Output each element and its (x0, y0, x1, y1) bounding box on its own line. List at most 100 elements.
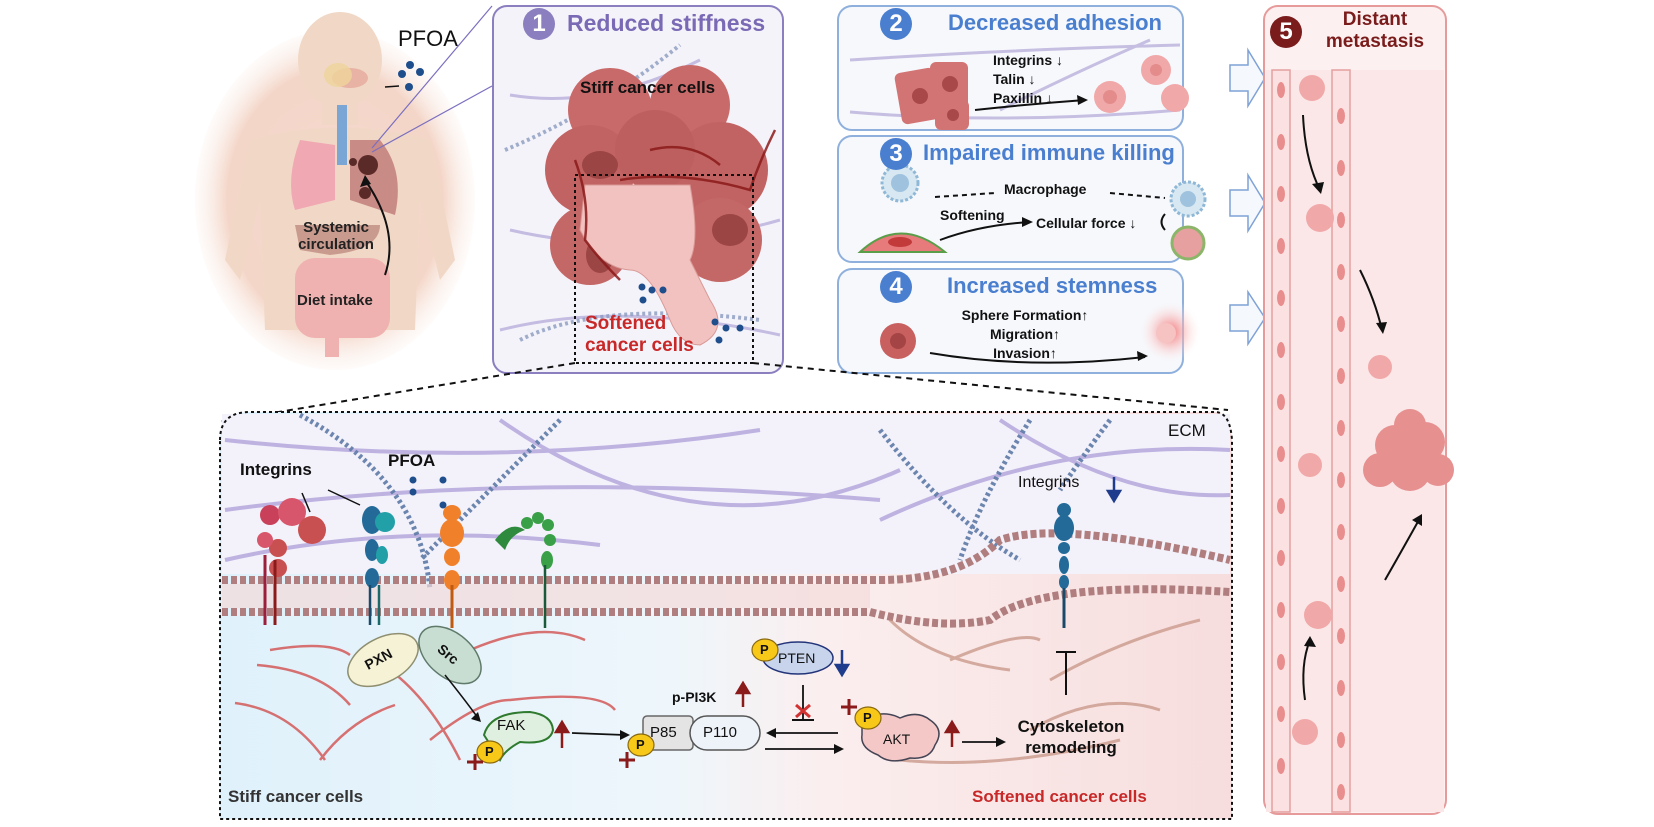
pten-label: PTEN (778, 650, 816, 666)
ecm-label: ECM (1168, 421, 1206, 440)
src-shape (418, 625, 482, 685)
pxn-shape (347, 632, 419, 688)
akt-shape (861, 713, 940, 762)
panel3-number-badge: 3 (880, 138, 912, 170)
stemness-arrow (929, 352, 1146, 364)
circulation-arrow (364, 179, 391, 276)
systemic-line2: circulation (298, 236, 374, 253)
endothelial-nucleus (1337, 368, 1345, 384)
panel5-number-badge: 5 (1270, 16, 1302, 48)
plus-marks (467, 699, 857, 770)
cellular-force-label: Cellular force ↓ (1036, 215, 1137, 231)
integrin-right (1054, 503, 1074, 628)
pten-p-label: P (760, 642, 769, 657)
endothelial-nucleus (1337, 212, 1345, 228)
stiff-cancer-cells-label: Stiff cancer cells (580, 78, 716, 97)
human-body-figure (195, 12, 475, 370)
fak-p-label: P (485, 744, 494, 759)
diet-intake-label: Diet intake (297, 292, 373, 309)
integrins-label: Integrins (240, 460, 312, 479)
endothelial-nucleus (1277, 602, 1285, 618)
pfoa-mechanism-label: PFOA (388, 451, 436, 470)
endothelial-nucleus (1337, 732, 1345, 748)
cyto-line2: remodeling (1025, 738, 1117, 757)
up-arrows (553, 680, 961, 748)
macrophage-label: Macrophage (1004, 181, 1087, 197)
endothelial-nucleus (1337, 472, 1345, 488)
cyto-line1: Cytoskeleton (1017, 717, 1125, 736)
panel-arrows (1229, 47, 1266, 347)
endothelial-nucleus (1277, 342, 1285, 358)
p110-label: P110 (703, 724, 737, 741)
systemic-line1: Systemic (303, 219, 369, 236)
endothelial-nucleus (1277, 758, 1285, 774)
systemic-circulation-label: Systemic circulation (296, 219, 376, 253)
macrophage-left (857, 163, 948, 253)
softened-cancer-cells-bottom-label: Softened cancer cells (972, 787, 1147, 806)
panel1-number-badge: 1 (523, 8, 555, 40)
adhesion-marker-talin: Talin ↓ (993, 71, 1036, 87)
panel2-number-badge: 2 (880, 8, 912, 40)
blocked-x (795, 703, 811, 719)
adhesion-marker-paxillin: Paxillin ↓ (993, 90, 1053, 106)
endothelial-nucleus (1277, 394, 1285, 410)
endothelial-nucleus (1277, 238, 1285, 254)
akt-p-label: P (863, 710, 872, 725)
panel4-title: Increased stemness (947, 273, 1158, 298)
endothelial-nucleus (1277, 186, 1285, 202)
circulating-cells (1292, 75, 1392, 745)
stiff-cancer-cell-cluster (545, 65, 768, 285)
blood-vessel-wall (1271, 69, 1351, 813)
p110-shape (689, 715, 761, 751)
blood-vessels (573, 129, 777, 281)
integrin-green (495, 512, 556, 628)
endothelial-nucleus (1337, 420, 1345, 436)
endothelial-nucleus (1337, 160, 1345, 176)
endothelial-nucleus (1337, 680, 1345, 696)
endothelial-nucleus (1277, 498, 1285, 514)
stiff-cancer-cells-bottom-label: Stiff cancer cells (228, 787, 364, 806)
cytoskeleton-remodeling-label: Cytoskeleton remodeling (1006, 716, 1136, 758)
softened-line1: Softened (585, 313, 667, 334)
detached-cells (1094, 55, 1189, 113)
fibronectin-fibers (298, 412, 1113, 591)
endothelial-nucleus (1337, 576, 1345, 592)
stemness-marker-migration: Migration↑ (990, 326, 1060, 342)
softened-actin-fibers (888, 618, 1201, 764)
panel5-title-line1: Distant (1342, 9, 1408, 30)
adhesion-markers-list: Integrins ↓ Talin ↓ Paxillin ↓ (993, 51, 1063, 108)
fak-label: FAK (497, 717, 526, 734)
endothelial-nucleus (1277, 134, 1285, 150)
softened-cancer-cell (579, 184, 719, 346)
softening-label: Softening (940, 207, 1005, 223)
panel4-number-badge: 4 (880, 271, 912, 303)
endothelial-nucleus (1337, 784, 1345, 800)
endothelial-nucleus (1337, 524, 1345, 540)
stemness-marker-invasion: Invasion↑ (993, 345, 1057, 361)
endothelial-nucleus (1337, 264, 1345, 280)
down-arrows (833, 477, 1123, 678)
pfoa-label: PFOA (398, 26, 458, 51)
zoom-line (371, 5, 493, 149)
softening-arrow (939, 221, 1031, 241)
softened-cancer-cells-label: Softened cancer cells (585, 313, 694, 357)
pfoa-particles-top (398, 61, 424, 91)
stemness-markers-list: Sphere Formation↑ Migration↑ Invasion↑ (930, 306, 1120, 363)
zoom-region-box (574, 174, 754, 364)
endothelial-nucleus (1337, 628, 1345, 644)
endothelial-nucleus (1277, 654, 1285, 670)
integrin-blue (362, 506, 395, 625)
p-pi3k-label: p-PI3K (672, 689, 717, 705)
adhesion-marker-integrins: Integrins ↓ (993, 52, 1064, 68)
panel5-title: Distant metastasis (1305, 9, 1445, 53)
pi3k-p-label: P (636, 737, 645, 752)
integrin-red (257, 498, 326, 625)
zoom-line (371, 85, 493, 153)
inhale-arrow (384, 85, 400, 88)
endothelial-nucleus (1337, 108, 1345, 124)
endothelial-nucleus (1277, 550, 1285, 566)
p85-label: P85 (650, 724, 677, 741)
panel5-title-line2: metastasis (1325, 31, 1425, 52)
panel2-title: Decreased adhesion (948, 10, 1162, 35)
